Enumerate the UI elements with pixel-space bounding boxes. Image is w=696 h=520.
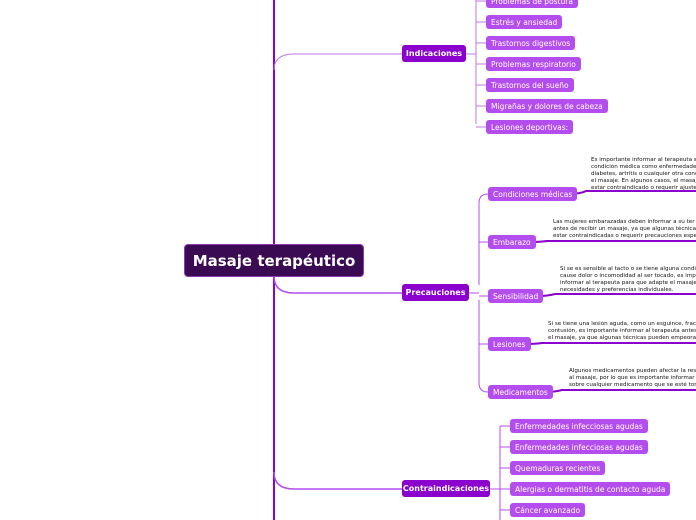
precaucion-item[interactable]: Medicamentos [488, 385, 553, 399]
precaucion-item[interactable]: Embarazo [488, 235, 536, 249]
indicacion-item[interactable]: Trastornos digestivos [486, 36, 576, 50]
central-topic[interactable]: Masaje terapéutico [184, 244, 364, 277]
contraindicacion-item[interactable]: Enfermedades infecciosas agudas [510, 419, 648, 433]
contraindicacion-item[interactable]: Alergias o dermatitis de contacto aguda [510, 482, 671, 496]
contraindicacion-item[interactable]: Enfermedades infecciosas agudas [510, 440, 648, 454]
precaucion-note: Es importante informar al terapeuta s co… [591, 157, 696, 191]
contraindicacion-item[interactable]: Quemaduras recientes [510, 461, 606, 475]
contraindicacion-item[interactable]: Cáncer avanzado [510, 503, 586, 517]
precaucion-note: Las mujeres embarazadas deben informar a… [553, 219, 696, 239]
indicacion-item[interactable]: Problemas respiratorio [486, 57, 581, 71]
indicacion-item[interactable]: Estrés y ansiedad [486, 15, 563, 29]
precaucion-item[interactable]: Lesiones [488, 337, 531, 351]
indicacion-item[interactable]: Problemas de postura [486, 0, 578, 8]
precaucion-note: Algunos medicamentos pueden afectar la r… [569, 368, 696, 388]
topic-indicaciones[interactable]: Indicaciones [402, 45, 466, 62]
precaucion-note: Si se es sensible al tacto o se tiene al… [560, 266, 696, 293]
precaucion-item[interactable]: Condiciones médicas [488, 187, 578, 201]
precaucion-item[interactable]: Sensibilidad [488, 289, 544, 303]
indicacion-item[interactable]: Lesiones deportivas: [486, 120, 574, 134]
topic-precauciones[interactable]: Precauciones [402, 284, 469, 301]
topic-contraindicaciones[interactable]: Contraindicaciones [402, 480, 490, 497]
indicacion-item[interactable]: Migrañas y dolores de cabeza [486, 99, 608, 113]
indicacion-item[interactable]: Trastornos del sueño [486, 78, 574, 92]
precaucion-note: Si se tiene una lesión aguda, como un es… [548, 321, 696, 341]
